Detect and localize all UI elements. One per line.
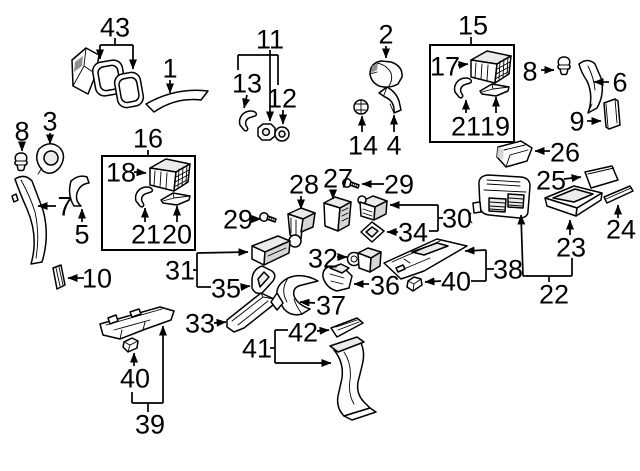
part-bracket-5 [68,175,90,207]
part-tray-23 [544,185,603,217]
callout-17: 17 [430,52,460,82]
part-garnish-strip-1 [145,89,209,113]
callout-39: 39 [135,410,165,440]
leader-line-40 [424,277,442,286]
part-pad-9 [603,98,621,130]
leader-line-25 [563,174,582,183]
part-clip-40-right [406,276,423,292]
callout-29: 29 [384,170,414,200]
callout-5: 5 [74,220,89,250]
part-pillar-duct-6 [578,59,604,114]
callout-23: 23 [556,233,586,263]
callout-34: 34 [398,218,428,248]
callout-10: 10 [82,264,112,294]
leader-line-35 [240,283,251,292]
callout-24: 24 [606,215,636,245]
part-nut-11 [257,123,276,141]
callout-38: 38 [493,255,523,285]
part-vent-bezel-43b [113,71,145,109]
callout-2: 2 [378,20,393,50]
part-knob-14 [353,99,369,115]
callout-36: 36 [370,271,400,301]
leader-line-33 [213,318,227,327]
callout-7: 7 [57,192,72,222]
callout-3: 3 [42,107,57,137]
part-trim-35 [251,265,276,295]
part-duct-2 [369,60,403,88]
leader-line-13 [242,94,251,109]
leader-line-31 [196,248,249,257]
part-clip-10 [52,264,66,290]
part-floor-duct-41 [329,336,377,421]
callout-40: 40 [441,267,471,297]
part-console-bezel-22 [469,174,531,224]
part-duct-31 [251,235,291,266]
callout-9: 9 [569,107,584,137]
leader-line-42 [316,326,330,335]
part-washer-12 [274,126,290,142]
callout-1: 1 [162,54,177,84]
leader-line-17 [457,60,469,69]
group-box-15 [429,44,515,143]
part-clip-40-left [122,337,139,353]
callout-16: 16 [133,124,163,154]
callout-37: 37 [316,291,346,321]
callout-42: 42 [288,318,318,348]
part-strip-24 [603,185,634,204]
callout-11: 11 [256,25,284,55]
callout-33: 33 [185,309,215,339]
callout-15: 15 [458,11,488,41]
callout-21: 21 [131,220,161,250]
callout-40: 40 [120,364,150,394]
callout-28: 28 [289,170,319,200]
part-pillar-garnish-7 [11,175,47,265]
callout-25: 25 [536,166,566,196]
part-trim-26 [496,140,533,168]
part-duct-36 [322,263,353,292]
callout-22: 22 [539,280,569,310]
callout-30: 30 [442,204,472,234]
part-rail-33 [226,292,275,333]
callout-8: 8 [522,57,537,87]
callout-12: 12 [267,84,297,114]
part-register-30 [357,195,388,221]
callout-41: 41 [242,334,272,364]
part-vent-27 [323,196,352,232]
part-duct-37 [270,274,319,316]
part-panel-25 [584,165,619,189]
part-grille-42 [330,317,364,338]
callout-14: 14 [348,131,378,161]
part-sill-panel-39 [99,306,175,340]
part-tweeter-3 [36,143,65,175]
part-register-32 [346,247,382,273]
callout-8: 8 [14,117,29,147]
part-bezel-34 [360,221,385,243]
callout-43: 43 [100,13,130,43]
leader-line-22 [517,214,526,277]
leader-line-18 [133,168,147,177]
callout-32: 32 [308,244,338,274]
leader-line-37 [299,298,316,307]
callout-29: 29 [223,205,253,235]
callout-21: 21 [451,112,481,142]
callout-35: 35 [211,274,241,304]
callout-26: 26 [550,138,580,168]
callout-18: 18 [106,158,136,188]
callout-19: 19 [480,112,510,142]
callout-31: 31 [165,256,195,286]
callout-27: 27 [323,164,353,194]
callout-4: 4 [386,131,401,161]
callout-6: 6 [612,68,627,98]
part-bracket-4 [378,86,402,114]
callout-13: 13 [232,69,262,99]
callout-20: 20 [162,220,192,250]
part-panel-38 [383,238,468,280]
leader-line-38 [464,246,487,255]
